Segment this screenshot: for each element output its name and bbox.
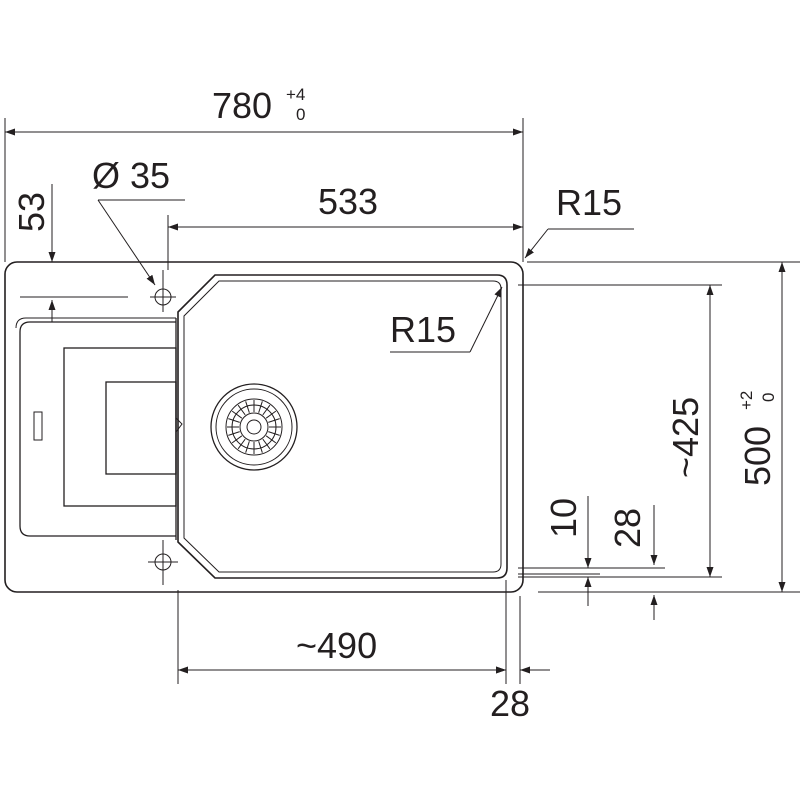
sink-outer-outline	[4, 261, 524, 593]
outer-radius-value: R15	[556, 182, 622, 223]
strainer-spoke	[231, 410, 243, 419]
dimension-bowl-radius: R15	[390, 286, 503, 353]
sink-bowl	[177, 274, 508, 579]
strainer-spoke	[245, 441, 250, 453]
overall-width-tol-upper: +4	[286, 85, 305, 104]
strainer-spoke	[258, 441, 263, 453]
bottom-edge-28-value: 28	[607, 508, 648, 548]
dimension-bottom-edges: 10 28	[518, 496, 665, 620]
bowl-width-value: 533	[318, 181, 378, 222]
hole-diameter-value: Ø 35	[92, 155, 170, 196]
right-edge-value: 28	[490, 683, 530, 724]
tap-hole-bottom	[148, 540, 178, 585]
strainer-spoke	[231, 435, 243, 444]
strainer-spoke	[265, 410, 277, 419]
dimension-bowl-width: 533	[167, 181, 523, 270]
strainer-spoke	[268, 418, 280, 423]
strainer-spoke	[262, 438, 271, 450]
strainer-spoke	[262, 404, 271, 416]
dimension-overall-width: 780 +4 0	[4, 85, 524, 262]
overall-width-value: 780	[212, 85, 272, 126]
overflow-slot	[33, 411, 43, 441]
strainer-spoke	[228, 418, 240, 423]
strainer-spoke	[258, 401, 263, 413]
bowl-radius-value: R15	[390, 309, 456, 350]
overflow-hinge	[175, 417, 183, 433]
strainer-spoke	[265, 435, 277, 444]
hole-offset-value: 53	[11, 192, 52, 232]
dimension-hole-diameter: Ø 35	[92, 155, 185, 286]
bottom-edge-10-value: 10	[543, 498, 584, 538]
strainer-spoke	[228, 431, 240, 436]
strainer-spoke	[237, 404, 246, 416]
overall-depth-value: 500	[737, 426, 778, 486]
strainer-spoke	[245, 401, 250, 413]
dimension-overall-depth: 500 +2 0	[527, 261, 800, 593]
bowl-length-value: ~490	[296, 625, 377, 666]
strainer-spoke	[237, 438, 246, 450]
overall-depth-tol-lower: 0	[759, 393, 778, 402]
dimension-hole-offset: 53	[11, 184, 128, 322]
dimension-right-edge: 28	[475, 666, 550, 724]
bowl-depth-value: ~425	[665, 397, 706, 478]
overall-width-tol-lower: 0	[296, 105, 305, 124]
dimension-outer-radius: R15	[524, 182, 634, 259]
overall-depth-tol-upper: +2	[737, 391, 756, 410]
dimension-bowl-length: ~490	[177, 580, 521, 684]
strainer-spoke	[268, 431, 280, 436]
drain-strainer	[210, 383, 298, 471]
drainer-area	[15, 317, 183, 540]
tap-hole-top	[150, 270, 176, 312]
dimension-bowl-depth: ~425	[518, 284, 722, 578]
